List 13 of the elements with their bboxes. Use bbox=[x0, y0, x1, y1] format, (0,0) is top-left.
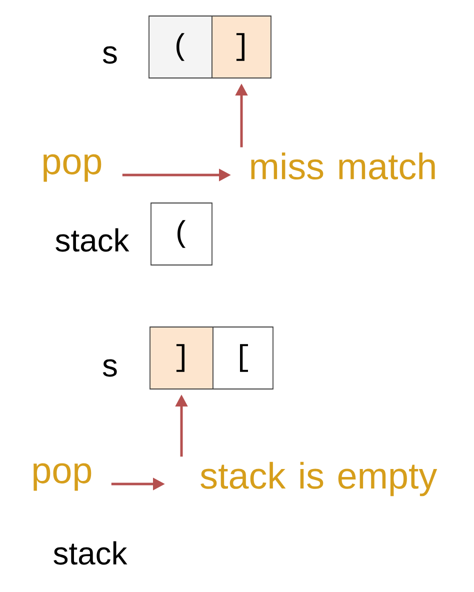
status-text: miss match bbox=[251, 152, 435, 180]
cell: ] bbox=[150, 326, 214, 390]
variable-label: stack bbox=[54, 541, 128, 565]
variable-label: s bbox=[102, 359, 117, 377]
status-text: pop bbox=[34, 463, 92, 491]
cell: [ bbox=[212, 326, 274, 390]
variable-label: s bbox=[102, 46, 117, 64]
status-text: stack is empty bbox=[200, 462, 438, 496]
cell: ( bbox=[150, 202, 212, 266]
status-text: pop bbox=[44, 154, 102, 182]
cell: ( bbox=[148, 16, 212, 78]
variable-label: stack bbox=[56, 228, 130, 252]
cell: ] bbox=[212, 16, 272, 78]
